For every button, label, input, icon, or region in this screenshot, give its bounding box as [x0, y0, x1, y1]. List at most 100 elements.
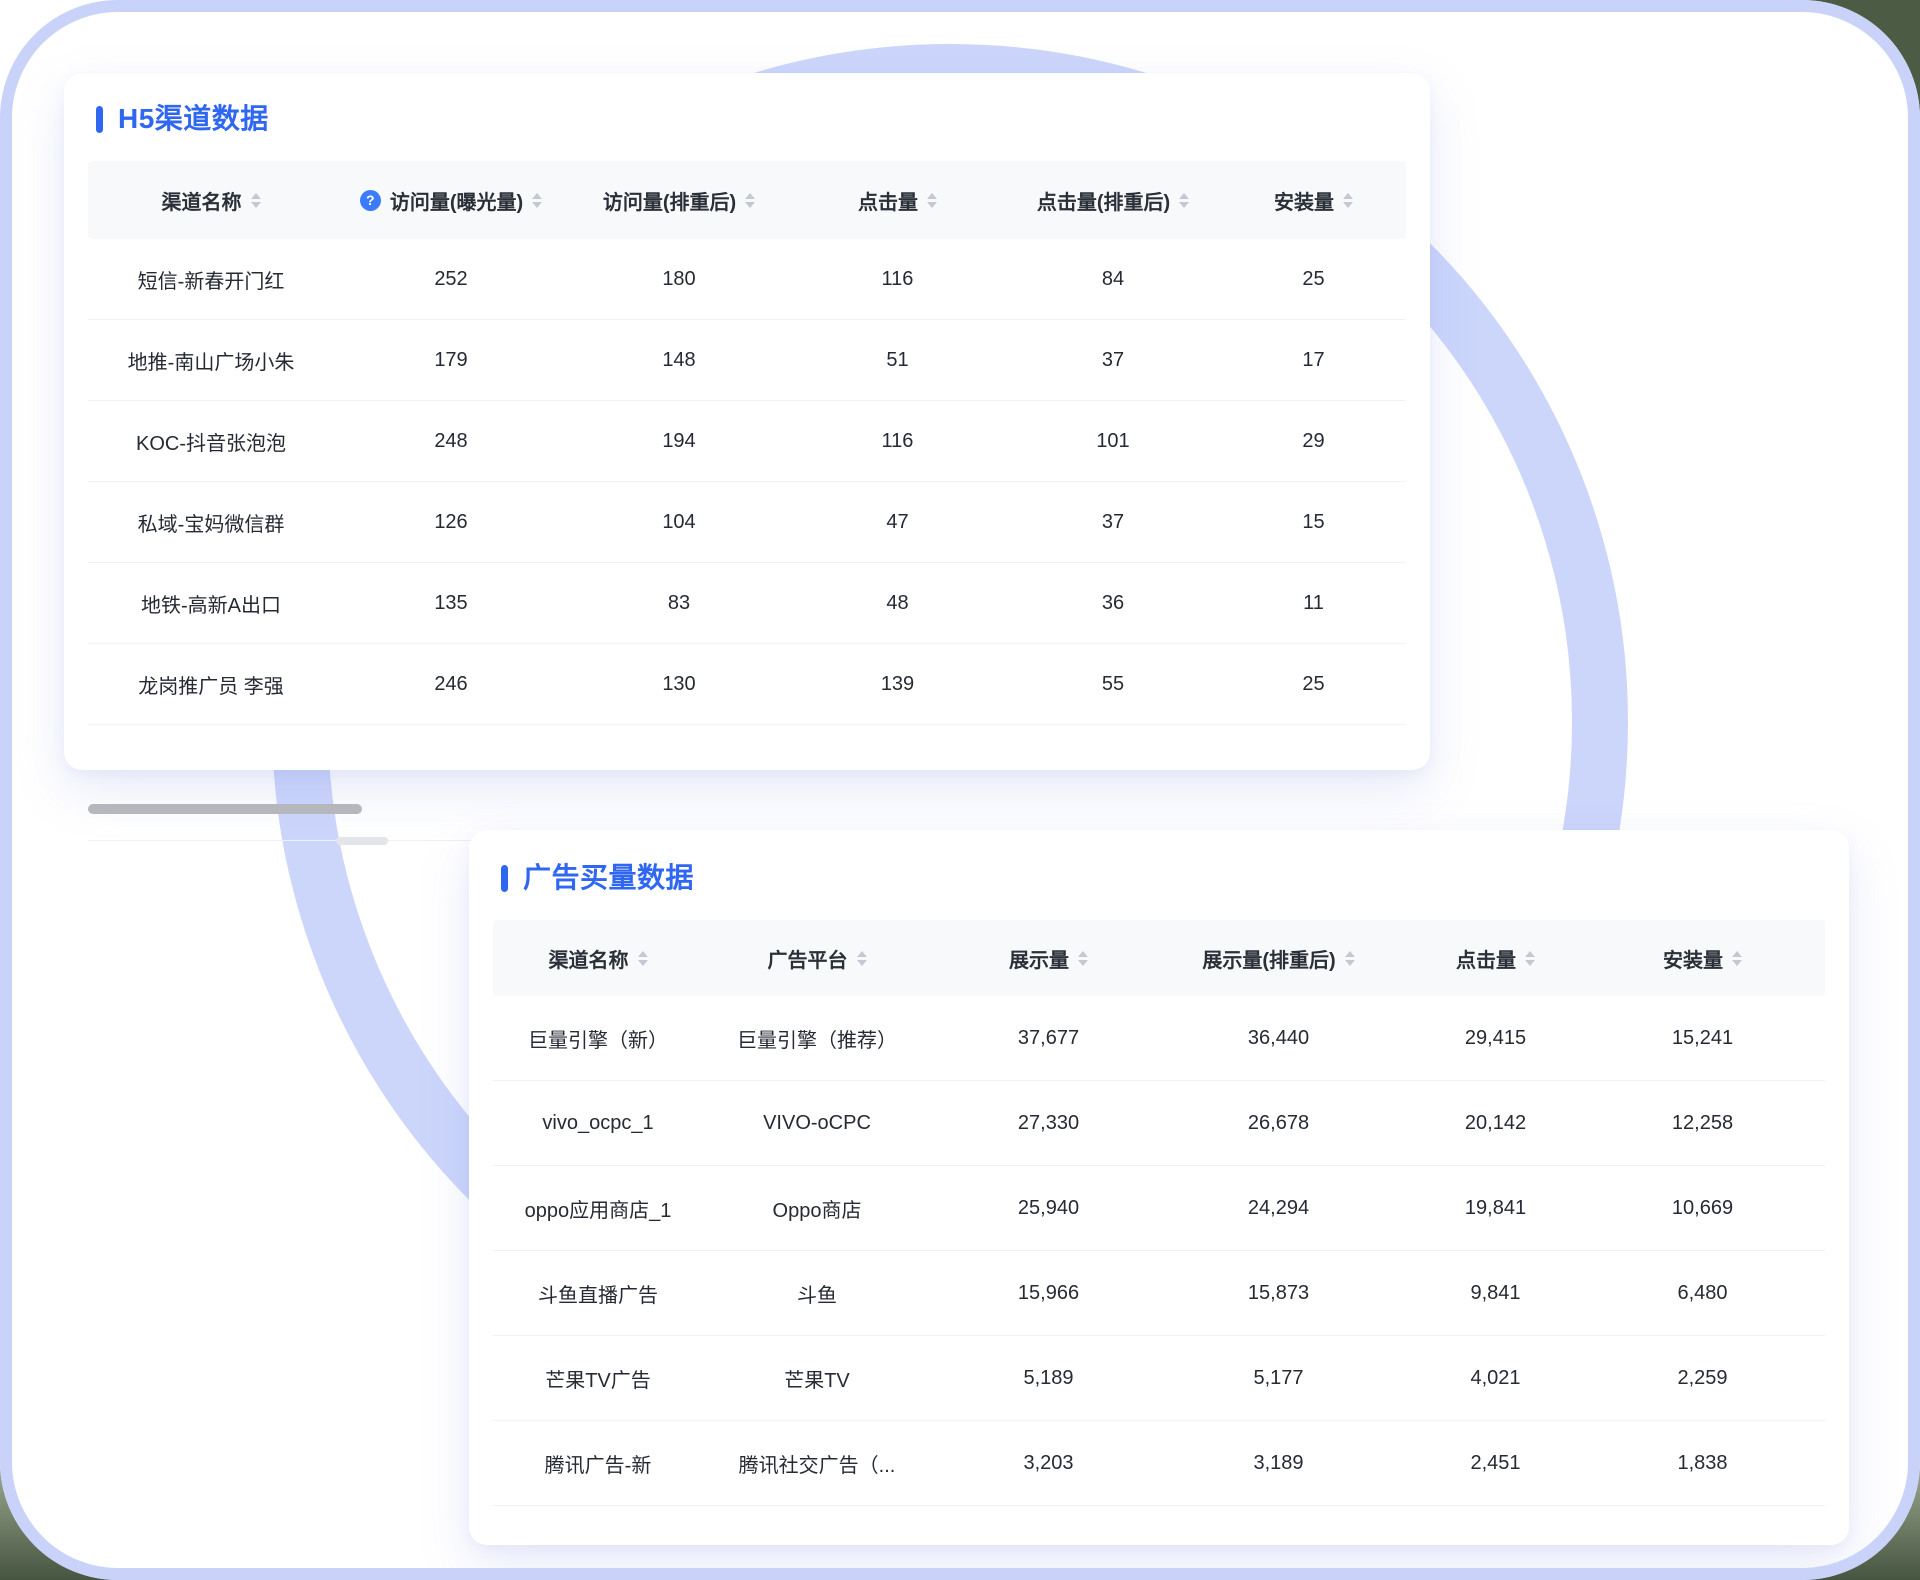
table-row: vivo_ocpc_1 VIVO-oCPC 27,330 26,678 20,1… — [493, 1081, 1825, 1166]
value-cell: 101 — [1096, 429, 1130, 452]
h5-card-title-row: H5渠道数据 — [96, 101, 1406, 137]
table-row: KOC-抖音张泡泡 248 194 116 101 29 — [88, 401, 1406, 482]
channel-name-cell: KOC-抖音张泡泡 — [136, 432, 286, 455]
value-cell: 248 — [434, 429, 468, 452]
column-header-clicks[interactable]: 点击量 — [790, 186, 1005, 215]
sort-icon — [856, 950, 867, 966]
column-label: 点击量 — [1456, 949, 1516, 972]
value-cell: 179 — [434, 348, 468, 371]
ads-card-title: 广告买量数据 — [523, 862, 695, 893]
table-row: 短信-新春开门红 252 180 116 84 25 — [88, 239, 1406, 320]
platform-cell: 巨量引擎（推荐） — [737, 1029, 897, 1052]
value-cell: 47 — [886, 510, 909, 533]
table-row: 斗鱼直播广告 斗鱼 15,966 15,873 9,841 6,480 — [493, 1251, 1825, 1336]
value-cell: 48 — [886, 591, 909, 614]
value-cell: 104 — [662, 510, 696, 533]
horizontal-scrollbar-thumb-small[interactable] — [336, 837, 388, 845]
sort-icon — [1078, 950, 1088, 966]
table-row: 龙岗推广员 李强 246 130 139 55 25 — [88, 644, 1406, 725]
column-label: 访问量(曝光量) — [389, 191, 524, 214]
column-label: 渠道名称 — [548, 949, 629, 972]
value-cell: 130 — [662, 672, 696, 695]
value-cell: 2,259 — [1677, 1366, 1728, 1389]
column-label: 访问量(排重后) — [602, 191, 737, 214]
value-cell: 1,838 — [1677, 1451, 1728, 1474]
channel-name-cell: 地铁-高新A出口 — [141, 594, 281, 617]
platform-cell: 腾讯社交广告（... — [738, 1454, 896, 1477]
ads-card-title-row: 广告买量数据 — [501, 860, 1825, 896]
sort-icon — [745, 192, 756, 208]
column-header-impressions[interactable]: 展示量 — [931, 944, 1166, 973]
table-row: 腾讯广告-新 腾讯社交广告（... 3,203 3,189 2,451 1,83… — [493, 1421, 1825, 1506]
help-icon[interactable]: ? — [359, 189, 381, 211]
value-cell: 83 — [667, 591, 691, 614]
column-label: 渠道名称 — [161, 191, 242, 214]
channel-name-cell: 芒果TV广告 — [545, 1369, 651, 1392]
column-header-channel-name[interactable]: 渠道名称 — [493, 944, 703, 973]
title-accent-bar — [501, 864, 508, 892]
value-cell: 5,189 — [1023, 1366, 1074, 1389]
column-header-ad-platform[interactable]: 广告平台 — [703, 944, 931, 973]
value-cell: 27,330 — [1017, 1111, 1080, 1134]
value-cell: 5,177 — [1253, 1366, 1304, 1389]
value-cell: 26,678 — [1247, 1111, 1310, 1134]
value-cell: 4,021 — [1470, 1366, 1521, 1389]
channel-name-cell: 斗鱼直播广告 — [538, 1284, 658, 1307]
channel-name-cell: 巨量引擎（新） — [528, 1029, 668, 1052]
column-header-installs[interactable]: 安装量 — [1221, 186, 1406, 215]
platform-cell: Oppo商店 — [772, 1199, 862, 1222]
column-header-installs[interactable]: 安装量 — [1600, 944, 1805, 973]
sort-icon — [637, 950, 648, 966]
value-cell: 84 — [1101, 267, 1125, 290]
column-header-channel-name[interactable]: 渠道名称 — [88, 186, 334, 215]
value-cell: 2,451 — [1470, 1451, 1521, 1474]
table-row: 芒果TV广告 芒果TV 5,189 5,177 4,021 2,259 — [493, 1336, 1825, 1421]
ads-buying-card: 广告买量数据 渠道名称 广告平台 展示量 — [469, 830, 1849, 1545]
value-cell: 15 — [1302, 510, 1325, 533]
value-cell: 29,415 — [1464, 1026, 1527, 1049]
value-cell: 19,841 — [1464, 1196, 1527, 1219]
value-cell: 37 — [1101, 348, 1125, 371]
value-cell: 12,258 — [1671, 1111, 1734, 1134]
value-cell: 194 — [662, 429, 696, 452]
value-cell: 135 — [434, 591, 468, 614]
value-cell: 9,841 — [1470, 1281, 1521, 1304]
sort-icon — [1344, 950, 1355, 966]
column-label: 安装量 — [1274, 191, 1334, 214]
sort-icon — [1525, 950, 1535, 966]
value-cell: 126 — [434, 510, 468, 533]
value-cell: 6,480 — [1677, 1281, 1728, 1304]
column-label: 安装量 — [1663, 949, 1723, 972]
channel-name-cell: oppo应用商店_1 — [524, 1199, 672, 1222]
sort-icon — [1732, 950, 1742, 966]
value-cell: 148 — [662, 348, 696, 371]
channel-name-cell: 龙岗推广员 李强 — [138, 675, 284, 698]
value-cell: 139 — [880, 672, 915, 695]
value-cell: 36,440 — [1247, 1026, 1310, 1049]
channel-name-cell: 腾讯广告-新 — [544, 1454, 652, 1477]
value-cell: 25 — [1302, 672, 1325, 695]
channel-name-cell: 短信-新春开门红 — [137, 270, 285, 293]
column-label: 点击量 — [858, 191, 918, 214]
sort-icon — [927, 192, 937, 208]
value-cell: 116 — [881, 267, 914, 290]
column-header-visits-exposure[interactable]: ? 访问量(曝光量) — [334, 186, 568, 215]
column-header-visits-dedup[interactable]: 访问量(排重后) — [568, 186, 790, 215]
platform-cell: VIVO-oCPC — [763, 1111, 871, 1134]
value-cell: 15,241 — [1671, 1026, 1734, 1049]
column-header-clicks-dedup[interactable]: 点击量(排重后) — [1005, 186, 1221, 215]
value-cell: 252 — [434, 267, 468, 290]
column-header-clicks[interactable]: 点击量 — [1391, 944, 1600, 973]
column-label: 展示量 — [1009, 949, 1069, 972]
horizontal-scrollbar-thumb[interactable] — [88, 804, 362, 814]
column-header-impressions-dedup[interactable]: 展示量(排重后) — [1166, 944, 1391, 973]
ads-table: 渠道名称 广告平台 展示量 展示量(排重后) — [493, 920, 1825, 1506]
value-cell: 37 — [1101, 510, 1125, 533]
value-cell: 37,677 — [1017, 1026, 1080, 1049]
column-label: 点击量(排重后) — [1036, 191, 1171, 214]
column-label: 广告平台 — [767, 949, 848, 972]
value-cell: 11 — [1303, 591, 1324, 614]
sort-icon — [1343, 192, 1353, 208]
